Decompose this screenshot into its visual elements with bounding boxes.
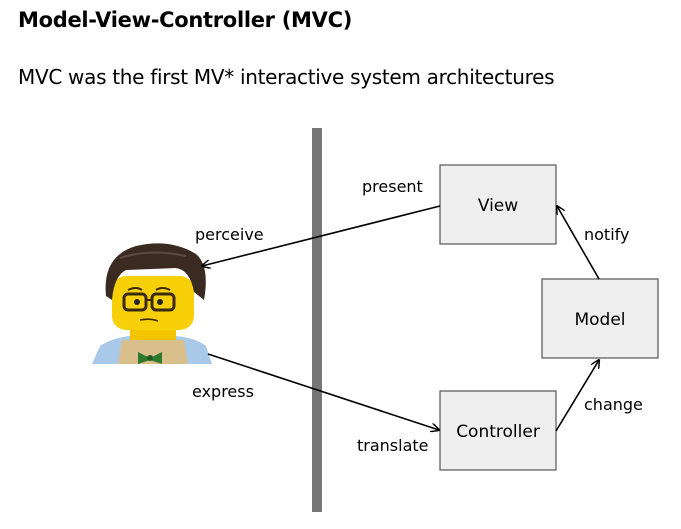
controller-node: Controller (439, 390, 557, 471)
view-node: View (439, 164, 557, 245)
system-boundary-divider (312, 128, 322, 512)
change-arrow (555, 360, 599, 432)
page-title: Model-View-Controller (MVC) (18, 8, 353, 32)
change-label: change (584, 395, 643, 414)
perceive-label: perceive (195, 225, 264, 244)
translate-label: translate (357, 436, 429, 455)
present-label: present (362, 177, 423, 196)
page-subtitle: MVC was the first MV* interactive system… (18, 65, 555, 89)
notify-label: notify (584, 225, 629, 244)
perceive-arrow (202, 205, 441, 266)
model-node-label: Model (574, 310, 625, 330)
express-arrow (207, 353, 439, 430)
view-node-label: View (478, 196, 518, 216)
controller-node-label: Controller (456, 422, 540, 442)
express-label: express (192, 382, 254, 401)
user-figure (92, 243, 212, 364)
model-node: Model (541, 278, 659, 359)
notify-arrow (557, 206, 600, 280)
